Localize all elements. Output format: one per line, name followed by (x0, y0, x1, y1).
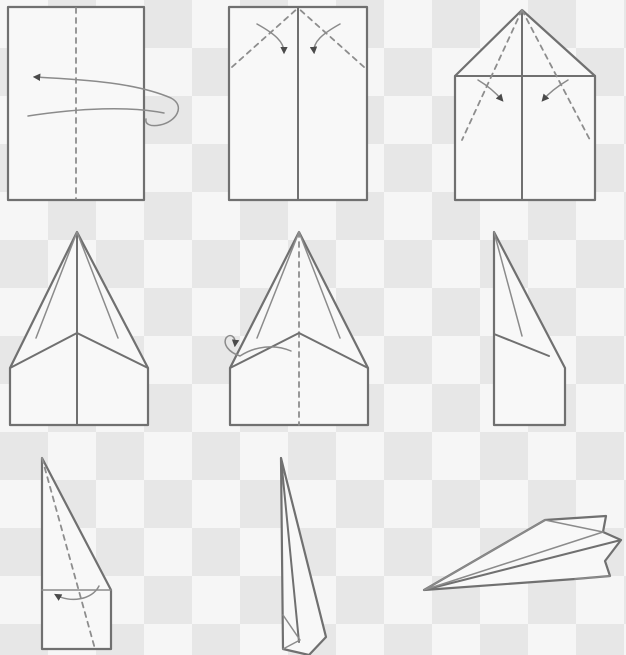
step-4-narrow-pointed-shape-icon (10, 232, 148, 425)
step-2-fold-top-corners-to-center-icon (229, 7, 367, 200)
step-7-fold-wing-down-icon (42, 458, 111, 649)
step-9-finished-paper-airplane-icon (424, 516, 621, 590)
step-6-folded-half-profile-icon (494, 232, 565, 425)
step-1-fold-in-half-lengthwise-icon (8, 7, 178, 200)
step-8-folded-wing-profile-icon (281, 458, 326, 655)
step-3-fold-top-edges-to-center-icon (455, 10, 595, 200)
step-5-fold-in-half-icon (225, 232, 368, 425)
